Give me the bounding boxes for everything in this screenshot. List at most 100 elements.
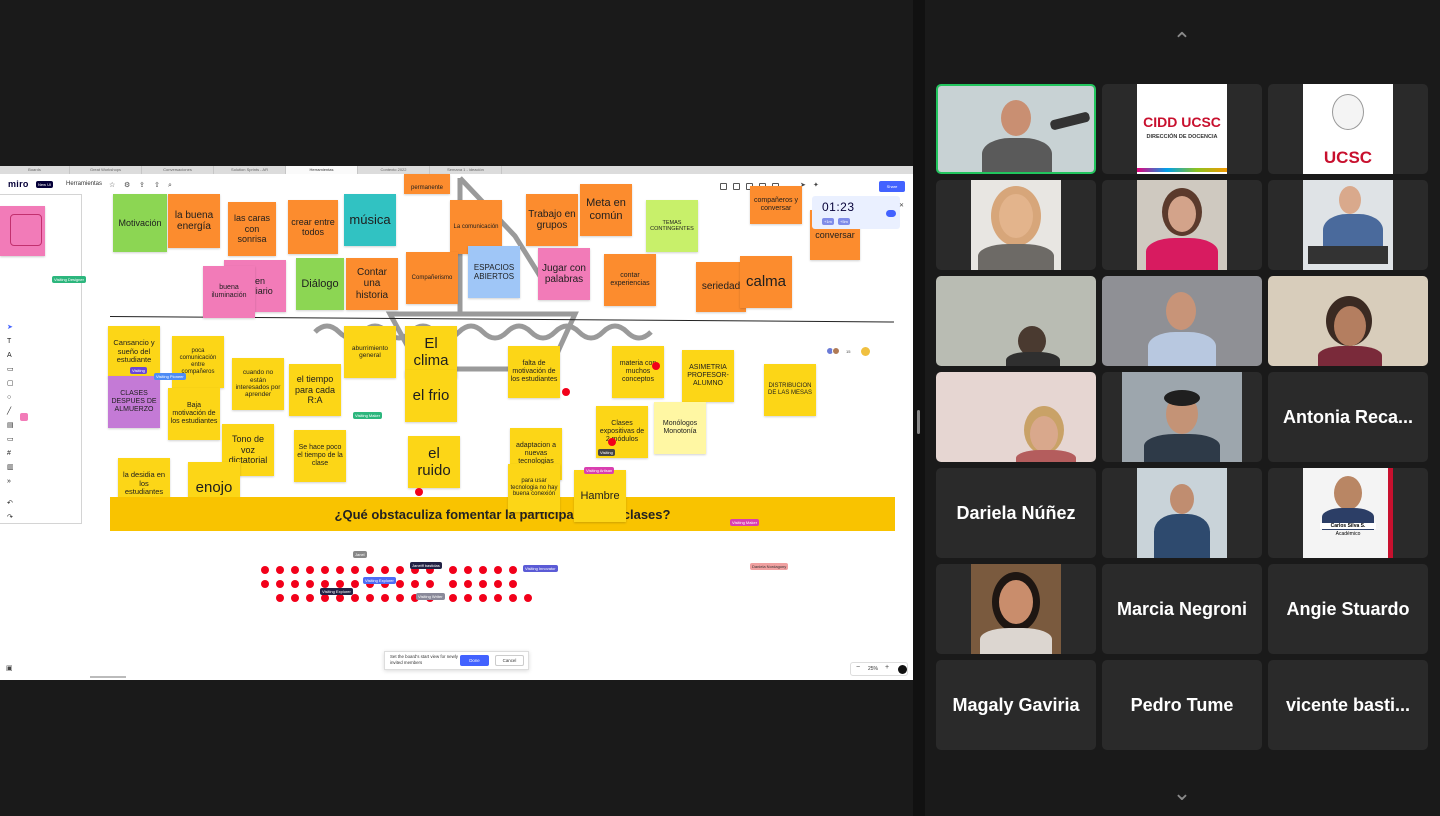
participant-tile[interactable] [1268, 276, 1428, 366]
sticky-note[interactable]: DISTRIBUCION DE LAS MESAS [764, 364, 816, 416]
participant-tile[interactable]: Antonia Reca... [1268, 372, 1428, 462]
sticky-note[interactable]: Diálogo [296, 258, 344, 310]
vote-dot[interactable] [415, 488, 423, 496]
sticky-note[interactable]: ASIMETRIA PROFESOR-ALUMNO [682, 350, 734, 402]
sticky-note[interactable]: Hambre [574, 470, 626, 522]
sticky-note[interactable]: Baja motivación de los estudiantes [168, 388, 220, 440]
zoom-control[interactable] [850, 662, 908, 676]
reaction-icon[interactable]: ✦ [813, 182, 819, 189]
miro-logo[interactable]: miro [8, 179, 29, 189]
help-icon[interactable] [898, 665, 907, 674]
done-button[interactable]: Done [460, 655, 489, 666]
sticky-note[interactable]: la buena energía [168, 194, 220, 248]
sticky-note[interactable]: cuando no están interesados por aprender [232, 358, 284, 410]
sticky-note[interactable]: CLASES DESPUES DE ALMUERZO [108, 376, 160, 428]
tool-card-icon[interactable] [733, 183, 740, 190]
comment-icon[interactable]: ▭ [7, 436, 14, 443]
sticky-note[interactable]: Jugar con palabras [538, 248, 590, 300]
zoom-level[interactable]: 25% [868, 666, 879, 672]
participant-tile[interactable] [936, 276, 1096, 366]
grid-icon[interactable]: # [7, 450, 11, 457]
panel-toggle-icon[interactable]: ▣ [6, 665, 13, 672]
sticky-note[interactable]: El clima [405, 326, 457, 378]
sticky-note[interactable]: aburrimiento general [344, 326, 396, 378]
export-icon[interactable]: ⇪ [139, 182, 145, 189]
participant-tile[interactable] [1102, 276, 1262, 366]
sticky-note[interactable]: poca comunicación entre compañeros [172, 336, 224, 388]
sticky-note[interactable]: permanente [404, 174, 450, 194]
pen-icon[interactable]: A [7, 352, 12, 359]
cursor-icon[interactable]: ➤ [800, 182, 806, 189]
horizontal-scrollbar[interactable] [90, 676, 126, 678]
sticky-note[interactable]: ESPACIOS ABIERTOS [468, 246, 520, 298]
browser-tab[interactable]: Boards [0, 166, 70, 174]
line-icon[interactable]: ╱ [7, 408, 12, 415]
sticky-note[interactable]: para usar tecnologia no hay buena conexi… [508, 464, 560, 512]
participant-tile[interactable]: Angie Stuardo [1268, 564, 1428, 654]
shape-icon[interactable]: ○ [7, 394, 12, 401]
sticky-note[interactable]: seriedad [696, 262, 746, 312]
timer-toggle[interactable] [886, 210, 896, 217]
participant-tile[interactable] [936, 180, 1096, 270]
undo-icon[interactable]: ↶ [7, 500, 13, 507]
frame-icon[interactable]: ▤ [7, 422, 14, 429]
sticky-note[interactable]: contar experiencias [604, 254, 656, 306]
timer-add-5m-button[interactable]: +5m [838, 218, 850, 225]
participant-tile[interactable]: Magaly Gaviria [936, 660, 1096, 750]
sticky-note[interactable]: música [344, 194, 396, 246]
participant-tile[interactable]: Dariela Núñez [936, 468, 1096, 558]
sticky-note[interactable]: Compañerismo [406, 252, 458, 304]
participant-tile[interactable] [1102, 372, 1262, 462]
sticky-note[interactable]: Trabajo en grupos [526, 194, 578, 246]
avatar[interactable] [832, 347, 840, 355]
vote-dots-pool[interactable] [255, 562, 545, 604]
sticky-note[interactable]: el frio [405, 370, 457, 422]
sticky-note[interactable]: Se hace poco el tiempo de la clase [294, 430, 346, 482]
sticky-note[interactable]: Contar una historia [346, 258, 398, 310]
browser-tab[interactable]: Solution Sprints - AR [214, 166, 286, 174]
sticky-note[interactable]: Motivación [113, 194, 167, 252]
chevron-down-icon[interactable]: ⌄ [1172, 780, 1192, 805]
new-ui-badge[interactable]: New UI [36, 181, 54, 188]
zoom-in-icon[interactable]: + [885, 664, 890, 671]
participant-tile[interactable] [936, 564, 1096, 654]
tool-frame-icon[interactable] [720, 183, 727, 190]
participant-tile[interactable]: CIDD UCSC DIRECCIÓN DE DOCENCIA [1102, 84, 1262, 174]
collaborator-count[interactable]: 15 [846, 349, 851, 354]
participant-tile[interactable] [1102, 180, 1262, 270]
sticky-note[interactable]: Monólogos Monotonía [654, 402, 706, 454]
sticky-note[interactable]: el ruido [408, 436, 460, 488]
sticky-note[interactable]: calma [740, 256, 792, 308]
board-name[interactable]: Herramientas [66, 181, 103, 187]
participant-tile[interactable] [1102, 468, 1262, 558]
participant-tile[interactable]: vicente basti... [1268, 660, 1428, 750]
participant-tile[interactable] [1268, 180, 1428, 270]
close-icon[interactable]: ✕ [899, 203, 905, 209]
sticky-note[interactable]: Meta en común [580, 184, 632, 236]
share-button[interactable]: Share [879, 181, 905, 192]
sticky-note[interactable]: las caras con sonrisa [228, 202, 276, 256]
participant-tile[interactable] [936, 372, 1096, 462]
cancel-button[interactable]: Cancel [495, 655, 524, 666]
timer-add-1m-button[interactable]: +1m [822, 218, 834, 225]
participant-tile[interactable]: Marcia Negroni [1102, 564, 1262, 654]
participant-tile[interactable]: Pedro Tume [1102, 660, 1262, 750]
participant-tile[interactable]: Carlos Silva S. Académico [1268, 468, 1428, 558]
shared-screen[interactable]: miro New UI Herramientas ☆ ⚙ ⇪ ⇧ ⌕ ➤ ✦ 1… [0, 166, 913, 680]
vote-dot[interactable] [562, 388, 570, 396]
redo-icon[interactable]: ↷ [7, 514, 13, 521]
vote-dot[interactable] [608, 438, 616, 446]
sticky-note[interactable]: falta de motivación de los estudiantes [508, 346, 560, 398]
browser-tab[interactable]: Great Workshops [70, 166, 142, 174]
color-swatch[interactable] [20, 413, 28, 421]
search-icon[interactable]: ⌕ [168, 182, 172, 189]
select-icon[interactable]: ➤ [7, 324, 13, 331]
library-icon[interactable]: ▥ [7, 464, 14, 471]
browser-tab[interactable]: Semana 1 - ideación [430, 166, 502, 174]
sticky-note[interactable]: compañeros y conversar [750, 186, 802, 224]
upload-icon[interactable]: ⇧ [154, 182, 160, 189]
browser-tab[interactable]: Contexto 2022 [358, 166, 430, 174]
user-avatar[interactable] [861, 347, 870, 356]
browser-tab[interactable]: Herramientas [286, 166, 358, 174]
participant-tile[interactable] [936, 84, 1096, 174]
